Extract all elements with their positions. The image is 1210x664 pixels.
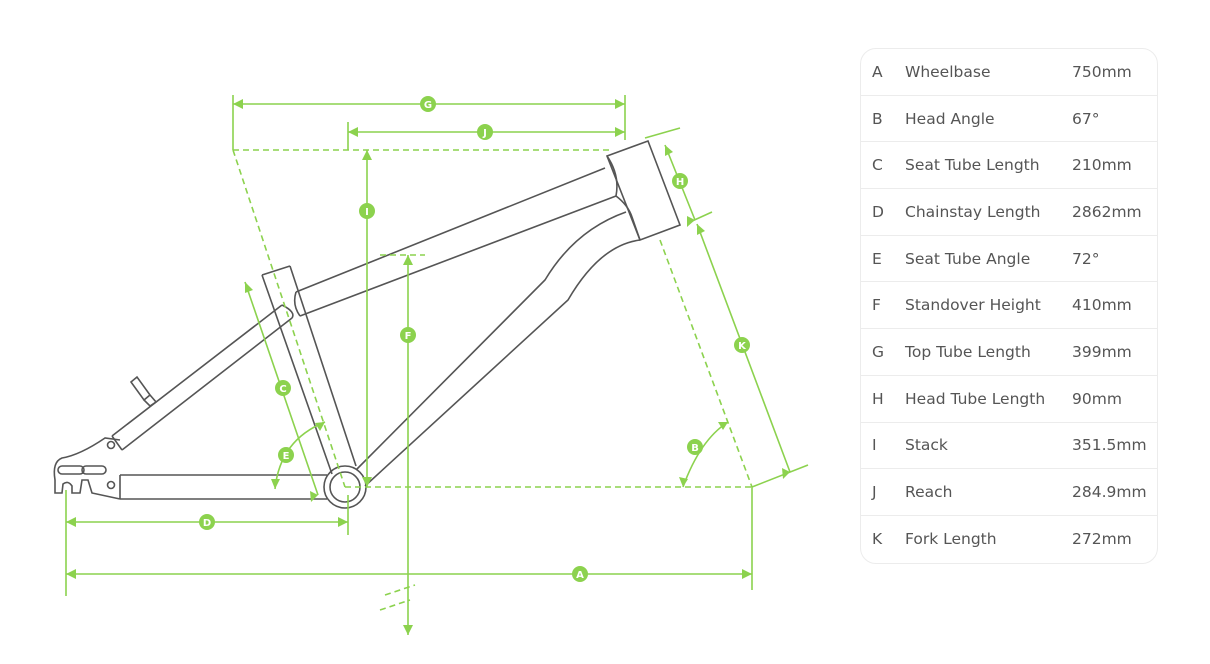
row-letter: C	[872, 156, 883, 175]
head-tube	[605, 139, 682, 242]
row-name: Standover Height	[905, 296, 1041, 315]
geometry-row: B Head Angle 67°	[861, 96, 1157, 143]
row-letter: B	[872, 109, 883, 128]
frame-geometry-diagram: G J I F H K B C E D A	[53, 95, 809, 635]
row-value: 351.5mm	[1072, 436, 1147, 455]
row-letter: F	[872, 296, 881, 315]
geometry-row: I Stack 351.5mm	[861, 423, 1157, 470]
row-value: 90mm	[1072, 389, 1122, 408]
row-name: Seat Tube Angle	[905, 249, 1031, 268]
marker-g: G	[420, 96, 436, 112]
marker-j: J	[477, 124, 493, 140]
down-tube	[355, 211, 641, 487]
geometry-row: H Head Tube Length 90mm	[861, 376, 1157, 423]
row-value: 750mm	[1072, 62, 1132, 81]
geometry-row: D Chainstay Length 2862mm	[861, 189, 1157, 236]
svg-text:H: H	[676, 177, 684, 188]
marker-h: H	[672, 173, 688, 189]
chainstay	[119, 474, 327, 500]
row-name: Head Tube Length	[905, 389, 1046, 408]
svg-text:K: K	[738, 341, 747, 352]
geometry-row: A Wheelbase 750mm	[861, 49, 1157, 96]
row-value: 272mm	[1072, 530, 1132, 549]
row-value: 410mm	[1072, 296, 1132, 315]
marker-d: D	[199, 514, 215, 530]
row-name: Wheelbase	[905, 62, 991, 81]
svg-text:B: B	[691, 443, 699, 454]
row-value: 67°	[1072, 109, 1100, 128]
row-value: 72°	[1072, 249, 1100, 268]
row-name: Stack	[905, 436, 948, 455]
geometry-row: C Seat Tube Length 210mm	[861, 142, 1157, 190]
row-value: 399mm	[1072, 342, 1132, 361]
row-name: Head Angle	[905, 109, 995, 128]
row-letter: A	[872, 62, 883, 81]
row-letter: G	[872, 342, 885, 361]
row-letter: I	[872, 436, 877, 455]
seat-stay	[111, 304, 294, 451]
geometry-row: J Reach 284.9mm	[861, 469, 1157, 516]
geometry-row: K Fork Length 272mm	[861, 516, 1157, 563]
row-letter: J	[872, 483, 877, 502]
row-letter: E	[872, 249, 882, 268]
marker-i: I	[359, 203, 375, 219]
marker-c: C	[275, 380, 291, 396]
row-letter: K	[872, 530, 883, 549]
seat-tube	[261, 265, 357, 475]
svg-text:J: J	[482, 128, 487, 139]
marker-k: K	[734, 337, 750, 353]
seatpost-bolt	[129, 375, 158, 408]
svg-text:G: G	[424, 100, 432, 111]
row-name: Top Tube Length	[905, 342, 1031, 361]
svg-text:D: D	[203, 518, 211, 529]
row-name: Chainstay Length	[905, 202, 1041, 221]
dropout-slots	[57, 465, 107, 475]
svg-text:I: I	[365, 207, 369, 218]
row-name: Fork Length	[905, 530, 997, 549]
bike-frame	[53, 139, 682, 509]
marker-e: E	[278, 447, 294, 463]
marker-a: A	[572, 566, 588, 582]
dropout	[53, 437, 121, 500]
row-letter: D	[872, 202, 884, 221]
row-value: 2862mm	[1072, 202, 1142, 221]
row-value: 284.9mm	[1072, 483, 1147, 502]
svg-text:C: C	[279, 384, 286, 395]
row-value: 210mm	[1072, 156, 1132, 175]
geometry-row: F Standover Height 410mm	[861, 282, 1157, 330]
svg-text:A: A	[576, 570, 584, 581]
svg-text:F: F	[405, 331, 412, 342]
geometry-row: G Top Tube Length 399mm	[861, 329, 1157, 376]
geometry-row: E Seat Tube Angle 72°	[861, 236, 1157, 283]
row-letter: H	[872, 389, 884, 408]
marker-f: F	[400, 327, 416, 343]
top-tube	[293, 167, 617, 317]
row-name: Reach	[905, 483, 953, 502]
marker-b: B	[687, 439, 703, 455]
row-name: Seat Tube Length	[905, 156, 1040, 175]
dimension-markers: G J I F H K B C E D A	[199, 96, 750, 582]
dimension-lines	[65, 95, 809, 635]
head-tube-lug	[606, 155, 641, 241]
svg-text:E: E	[283, 451, 290, 462]
